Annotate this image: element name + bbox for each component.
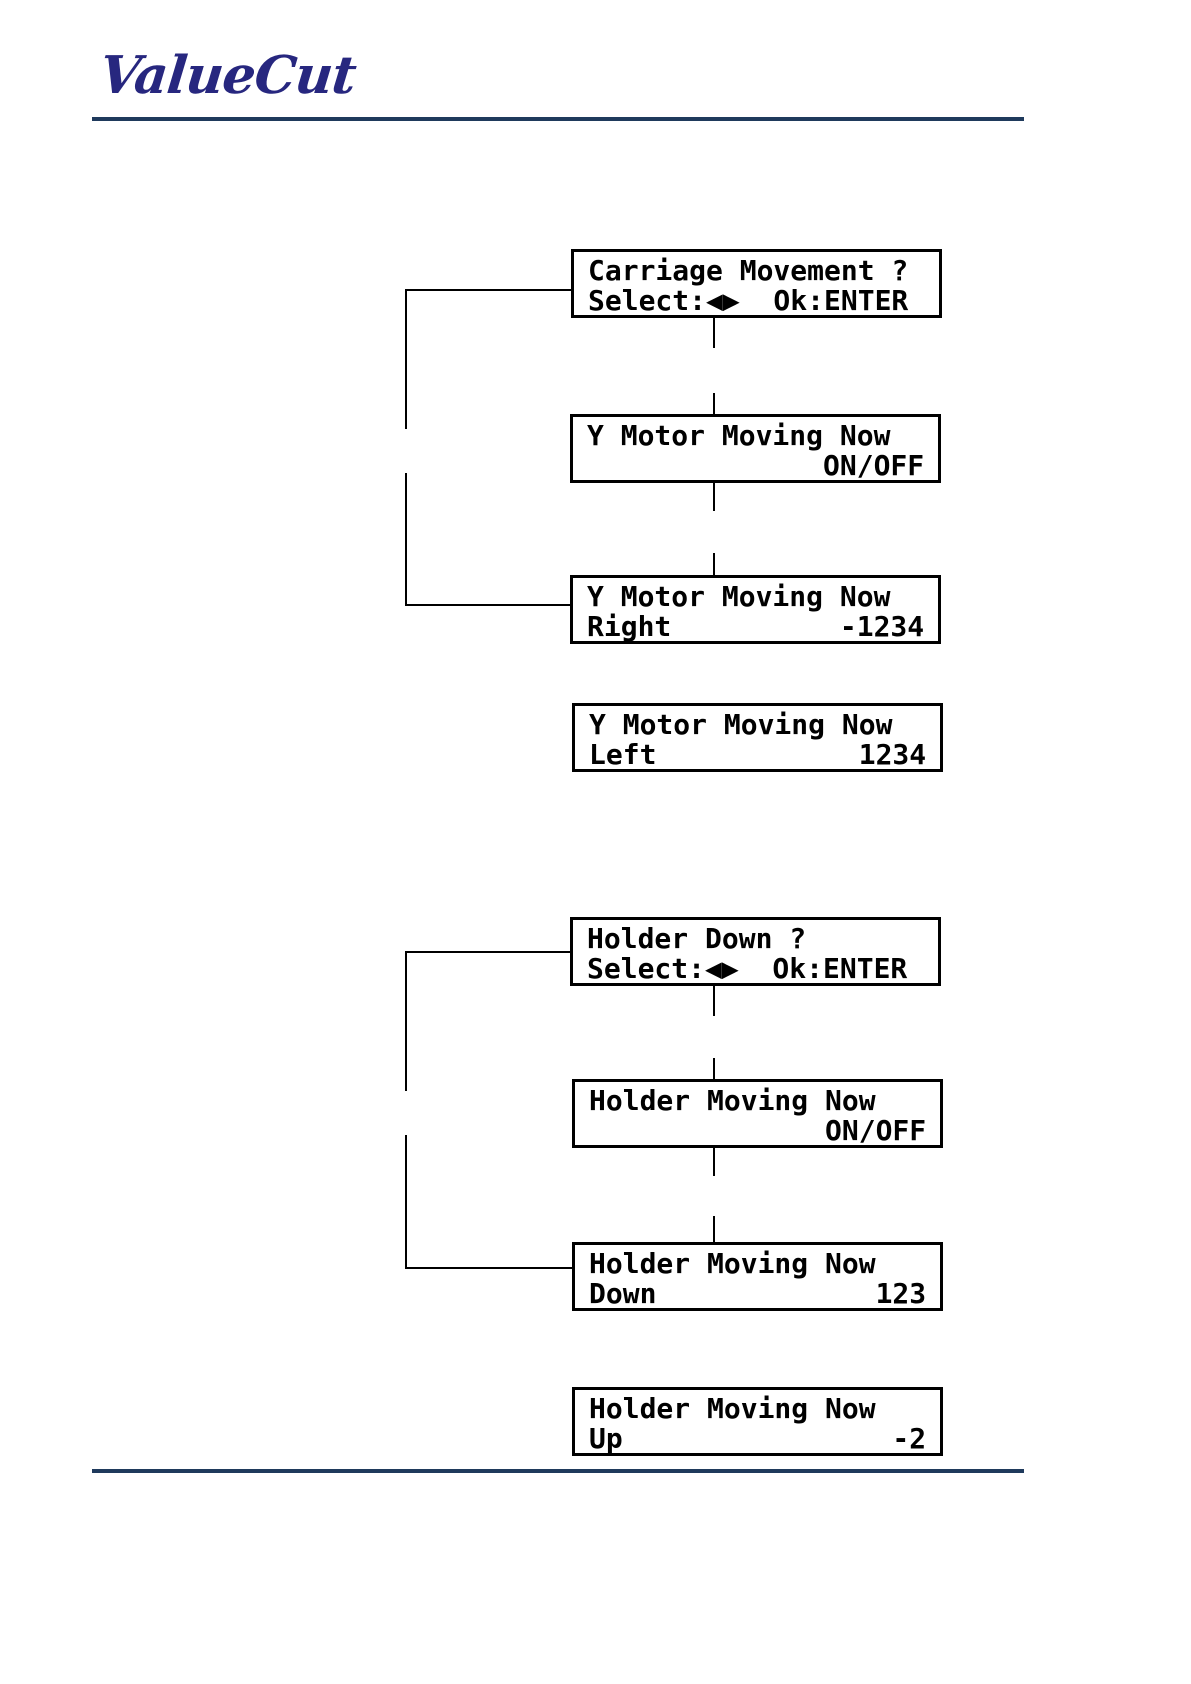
connector-line — [713, 986, 715, 1016]
lcd-line1: Holder Moving Now — [589, 1392, 876, 1425]
lcd-line2: Up -2 — [589, 1422, 927, 1455]
lcd-line2: ON/OFF — [589, 1114, 927, 1147]
lcd-screen-y-motor-on-off: Y Motor Moving Now ON/OFF — [570, 414, 941, 483]
lcd-line2: Right -1234 — [587, 610, 925, 643]
lcd-line2: Select:◀▶ Ok:ENTER — [587, 952, 908, 985]
lcd-line2: Left 1234 — [589, 738, 927, 771]
valuecut-logo: ValueCut — [96, 45, 359, 106]
lcd-line1: Y Motor Moving Now — [587, 580, 891, 613]
lcd-screen-holder-down-prompt: Holder Down ? Select:◀▶ Ok:ENTER — [570, 917, 941, 986]
lcd-screen-holder-moving-down: Holder Moving Now Down 123 — [572, 1242, 943, 1311]
lcd-line1: Y Motor Moving Now — [589, 708, 893, 741]
lcd-screen-holder-on-off: Holder Moving Now ON/OFF — [572, 1079, 943, 1148]
lcd-screen-y-motor-left: Y Motor Moving Now Left 1234 — [572, 703, 943, 772]
lcd-line1: Holder Down ? — [587, 922, 807, 955]
connector-line — [713, 1058, 715, 1079]
connector-line — [405, 1267, 572, 1269]
connector-line — [713, 1216, 715, 1242]
lcd-line1: Holder Moving Now — [589, 1247, 876, 1280]
lcd-line1: Holder Moving Now — [589, 1084, 876, 1117]
connector-line — [405, 1135, 407, 1269]
connector-line — [713, 553, 715, 575]
connector-line — [405, 473, 407, 606]
connector-line — [405, 604, 570, 606]
connector-line — [405, 289, 407, 429]
connector-line — [713, 1148, 715, 1176]
connector-line — [405, 951, 407, 1091]
connector-line — [713, 318, 715, 348]
lcd-line2: Select:◀▶ Ok:ENTER — [588, 284, 909, 317]
connector-line — [713, 393, 715, 414]
lcd-line1: Carriage Movement ? — [588, 254, 909, 287]
lcd-screen-carriage-movement-prompt: Carriage Movement ? Select:◀▶ Ok:ENTER — [571, 249, 942, 318]
connector-line — [405, 289, 571, 291]
lcd-line2: ON/OFF — [587, 449, 925, 482]
footer-rule — [92, 1469, 1024, 1473]
lcd-screen-holder-moving-up: Holder Moving Now Up -2 — [572, 1387, 943, 1456]
connector-line — [713, 483, 715, 511]
lcd-screen-y-motor-right: Y Motor Moving Now Right -1234 — [570, 575, 941, 644]
lcd-line1: Y Motor Moving Now — [587, 419, 891, 452]
connector-line — [405, 951, 570, 953]
header-rule — [92, 117, 1024, 121]
lcd-line2: Down 123 — [589, 1277, 927, 1310]
